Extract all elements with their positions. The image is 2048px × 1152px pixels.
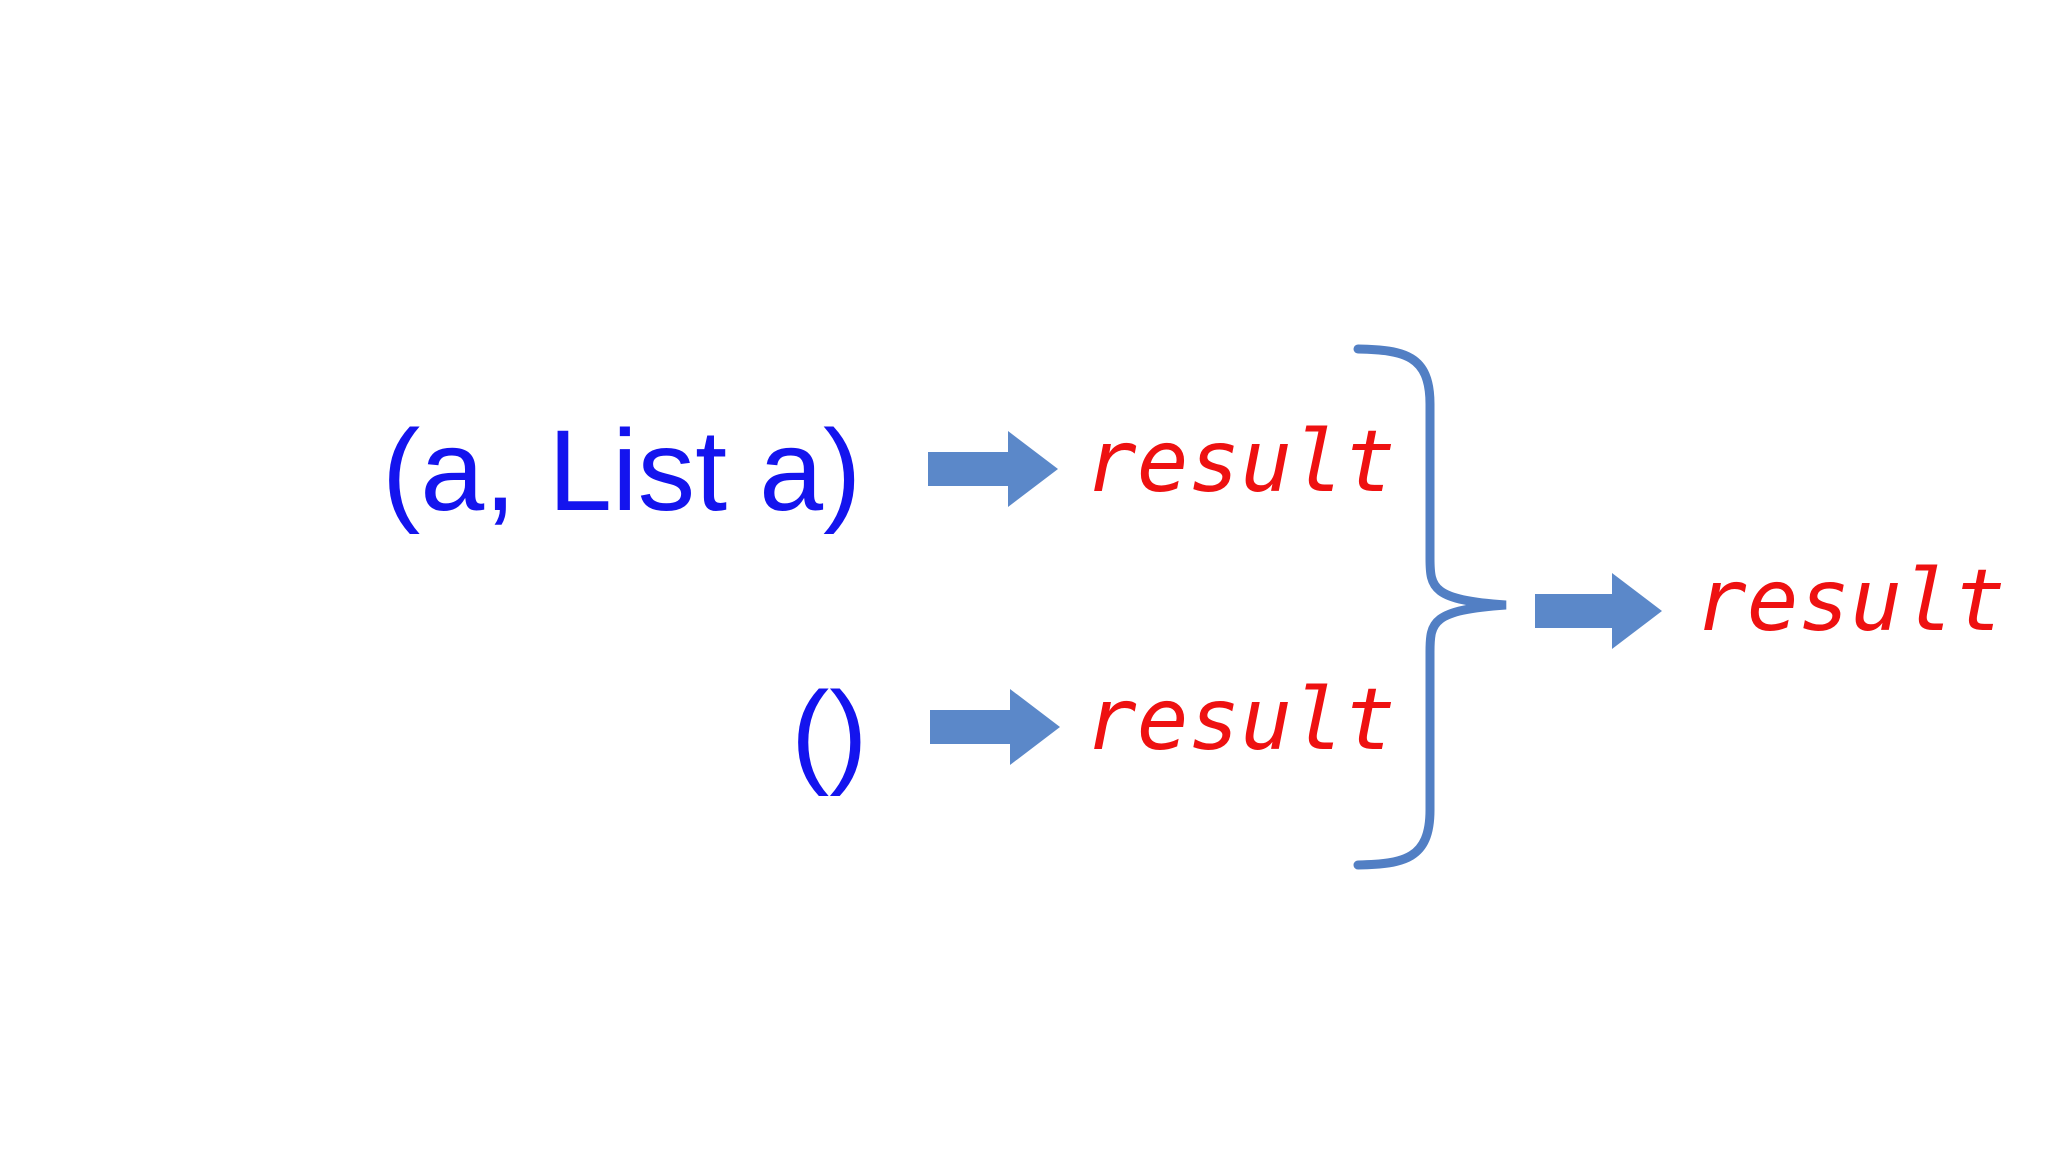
pattern-unit-label: ()	[791, 669, 868, 797]
arrow-right-icon-2	[930, 689, 1060, 765]
arrow-right-icon-final	[1535, 573, 1662, 649]
pattern-pair-label: (a, List a)	[382, 407, 862, 535]
result-label-1: result	[1085, 412, 1396, 512]
result-label-combined: result	[1695, 551, 2006, 651]
result-label-2: result	[1085, 670, 1396, 770]
right-brace-icon	[1353, 344, 1507, 870]
arrow-right-icon-1	[928, 431, 1058, 507]
